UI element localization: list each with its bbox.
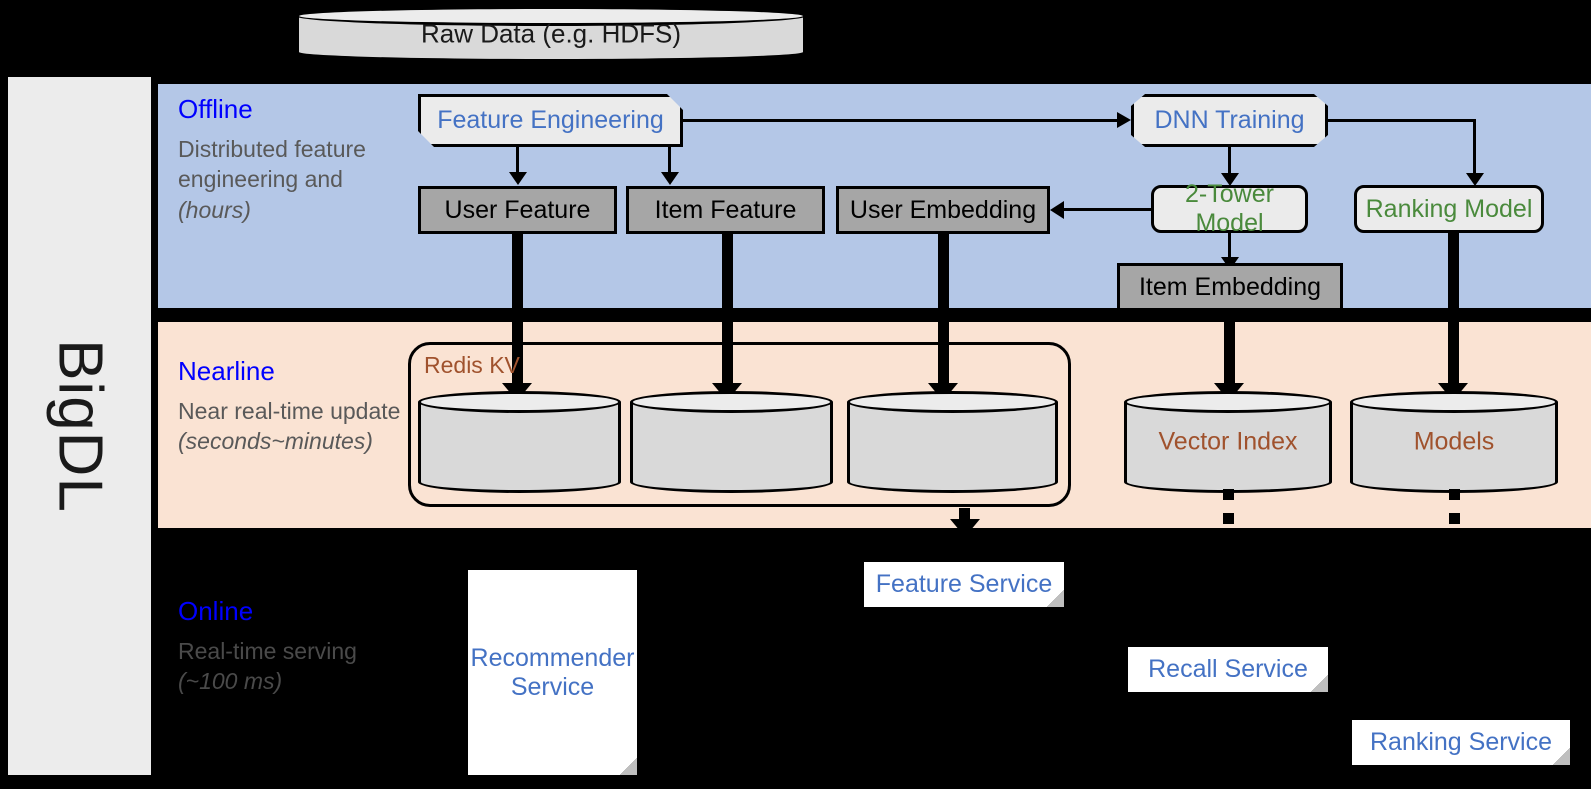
- user-embedding-store[interactable]: [847, 391, 1058, 493]
- cylinder-top: [418, 391, 621, 413]
- arrow-fe-to-itemfeature-head: [661, 172, 679, 185]
- arrow-dnn-to-ranking-h: [1328, 119, 1476, 122]
- arrow-dnn-to-ranking-head: [1466, 173, 1484, 186]
- cylinder-top: [1350, 391, 1558, 413]
- vector-index-label: Vector Index: [1158, 427, 1298, 456]
- user-feature-store[interactable]: [418, 391, 621, 493]
- recommender-service-box[interactable]: Recommender Service: [468, 570, 637, 775]
- feature-engineering-box[interactable]: Feature Engineering: [418, 94, 683, 147]
- cylinder-top: [296, 6, 806, 26]
- models-label: Models: [1413, 427, 1495, 456]
- bigdl-sidebar: BigDL: [8, 77, 151, 775]
- arrow-to-feature-service: [950, 519, 980, 537]
- dash-ranking-1: [1449, 489, 1460, 500]
- feature-service-box[interactable]: Feature Service: [864, 562, 1064, 607]
- item-feature-store[interactable]: [630, 391, 833, 493]
- arrow-rawdata-to-fe-head: [533, 60, 563, 78]
- ranking-model-label: Ranking Model: [1365, 194, 1533, 223]
- pipe-itemembedding-line: [1224, 311, 1235, 387]
- arrow-twotower-to-itememb-line: [1228, 233, 1231, 261]
- redis-kv-container: [408, 342, 1071, 507]
- pipe-userfeature-line: [512, 234, 523, 387]
- arrow-fe-to-userfeature-head: [509, 172, 527, 185]
- cylinder-body: [418, 402, 621, 482]
- pipe-itemfeature-line: [722, 234, 733, 387]
- arrow-fe-to-dnn-head: [1117, 112, 1131, 128]
- cylinder-body: [1124, 402, 1332, 482]
- bigdl-label: BigDL: [45, 339, 114, 513]
- offline-desc: Distributed feature engineering and (hou…: [178, 135, 366, 224]
- ranking-service-label: Ranking Service: [1369, 728, 1553, 757]
- cylinder-body: [1350, 402, 1558, 482]
- item-feature-label: Item Feature: [654, 195, 797, 224]
- user-embedding-label: User Embedding: [849, 195, 1037, 224]
- arrow-fe-to-userfeature-line: [516, 147, 519, 175]
- online-desc: Real-time serving (~100 ms): [178, 637, 357, 695]
- ranking-service-box[interactable]: Ranking Service: [1352, 720, 1570, 765]
- arrow-twotower-to-userembedding-line: [1062, 208, 1154, 211]
- user-feature-label: User Feature: [444, 195, 591, 224]
- arrow-fe-to-itemfeature-line: [668, 147, 671, 175]
- dash-recall-2: [1223, 513, 1234, 524]
- raw-data-store: Raw Data (e.g. HDFS): [296, 6, 806, 62]
- cylinder-body: [847, 402, 1058, 482]
- recommender-service-label: Recommender Service: [470, 643, 635, 701]
- two-tower-model-box[interactable]: 2-Tower Model: [1151, 180, 1308, 237]
- dash-ranking-2: [1449, 513, 1460, 524]
- arrow-fe-to-dnn-line: [683, 119, 1117, 122]
- dnn-training-box[interactable]: DNN Training: [1131, 94, 1328, 147]
- two-tower-model-label: 2-Tower Model: [1185, 180, 1274, 237]
- feature-service-label: Feature Service: [875, 570, 1053, 599]
- arrow-twotower-to-userembedding-head: [1050, 201, 1064, 219]
- arrow-dnn-to-twotower-line: [1228, 147, 1231, 177]
- arrow-dnn-to-twotower-head: [1221, 173, 1239, 186]
- user-feature-box[interactable]: User Feature: [418, 186, 617, 234]
- item-embedding-box[interactable]: Item Embedding: [1117, 263, 1343, 311]
- online-label-group: Online Real-time serving (~100 ms): [178, 597, 408, 697]
- redis-kv-label: Redis KV: [424, 352, 520, 378]
- feature-engineering-label: Feature Engineering: [437, 106, 664, 135]
- recall-service-label: Recall Service: [1148, 655, 1308, 684]
- user-embedding-box[interactable]: User Embedding: [836, 186, 1050, 234]
- dash-feature-service-1: [959, 508, 970, 519]
- cylinder-top: [1124, 391, 1332, 413]
- online-title: Online: [178, 596, 254, 626]
- nearline-desc: Near real-time update (seconds~minutes): [178, 397, 401, 455]
- pipe-userembedding-line: [938, 234, 949, 387]
- item-embedding-label: Item Embedding: [1138, 272, 1322, 301]
- nearline-title: Nearline: [178, 356, 275, 386]
- nearline-label-group: Nearline Near real-time update (seconds~…: [178, 357, 408, 457]
- vector-index-store[interactable]: Vector Index: [1124, 391, 1332, 493]
- raw-data-label: Raw Data (e.g. HDFS): [420, 18, 682, 49]
- dash-recall-1: [1223, 489, 1234, 500]
- cylinder-top: [847, 391, 1058, 413]
- cylinder-body: [630, 402, 833, 482]
- item-feature-box[interactable]: Item Feature: [626, 186, 825, 234]
- dnn-training-label: DNN Training: [1154, 106, 1305, 135]
- cylinder-top: [630, 391, 833, 413]
- pipe-rankingmodel-line: [1448, 233, 1459, 387]
- recall-service-box[interactable]: Recall Service: [1128, 647, 1328, 692]
- offline-title: Offline: [178, 94, 253, 124]
- offline-label-group: Offline Distributed feature engineering …: [178, 95, 408, 226]
- ranking-model-box[interactable]: Ranking Model: [1354, 185, 1544, 233]
- arrow-dnn-to-ranking-v: [1473, 119, 1476, 177]
- models-store[interactable]: Models: [1350, 391, 1558, 493]
